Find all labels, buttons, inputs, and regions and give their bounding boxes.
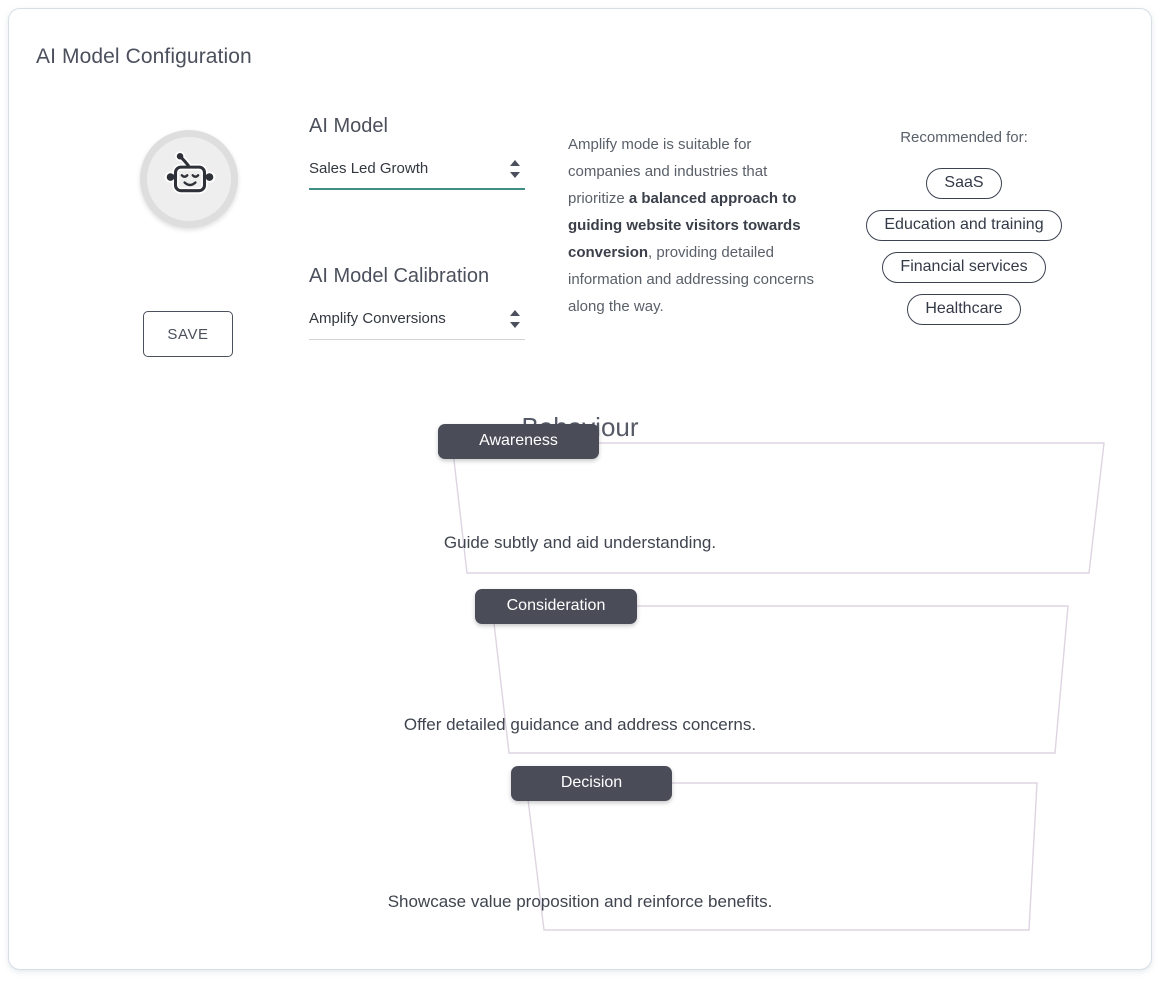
avatar [140,130,238,228]
funnel-stage-awareness: Awareness Guide subtly and aid understan… [9,424,1151,583]
recommended-title: Recommended for: [900,129,1028,146]
page-title: AI Model Configuration [36,45,252,68]
stepper-icon[interactable] [510,310,521,328]
model-fields: AI Model Sales Led Growth AI Model Calib… [309,115,525,340]
configuration-card: AI Model Configuration [8,8,1152,970]
ai-model-select[interactable]: Sales Led Growth [309,156,525,190]
funnel-text-consideration: Offer detailed guidance and address conc… [403,715,757,734]
description-part1: Amplify mode is suitable for companies a… [568,136,768,207]
ai-model-calibration-value: Amplify Conversions [309,310,446,327]
funnel-text-decision: Showcase value proposition and reinforce… [387,892,773,911]
configuration-row: SAVE AI Model Sales Led Growth AI Model … [9,115,1151,375]
ai-model-value: Sales Led Growth [309,160,429,177]
behaviour-funnel: Awareness Guide subtly and aid understan… [9,424,1151,963]
robot-icon [164,151,216,194]
description-part2: , providing detailed information and add… [568,244,814,315]
funnel-shape-decision [525,782,1038,931]
funnel-text-awareness: Guide subtly and aid understanding. [443,533,717,552]
mode-description: Amplify mode is suitable for companies a… [568,131,820,320]
funnel-stage-decision: Decision Showcase value proposition and … [9,766,1151,940]
recommended-pill-education[interactable]: Education and training [866,210,1062,241]
ai-model-calibration-underline [309,339,525,340]
save-button[interactable]: SAVE [143,311,233,357]
ai-model-label: AI Model [309,115,388,137]
funnel-shape-awareness [451,442,1105,574]
avatar-inner-circle [147,137,231,221]
stepper-icon[interactable] [510,160,521,178]
recommended-pill-saas[interactable]: SaaS [926,168,1002,199]
recommended-pill-healthcare[interactable]: Healthcare [907,294,1021,325]
ai-model-calibration-select[interactable]: Amplify Conversions [309,306,525,340]
funnel-tab-consideration[interactable]: Consideration [475,589,637,624]
funnel-stage-consideration: Consideration Offer detailed guidance an… [9,589,1151,763]
funnel-shape-consideration [491,605,1069,754]
funnel-tab-awareness[interactable]: Awareness [438,424,599,459]
recommended-pill-financial[interactable]: Financial services [882,252,1046,283]
funnel-tab-decision[interactable]: Decision [511,766,672,801]
ai-model-underline [309,188,525,190]
recommended-section: Recommended for: SaaS Education and trai… [849,129,1079,336]
description-emphasis: a balanced approach to guiding website v… [568,190,801,261]
ai-model-calibration-label: AI Model Calibration [309,265,490,287]
